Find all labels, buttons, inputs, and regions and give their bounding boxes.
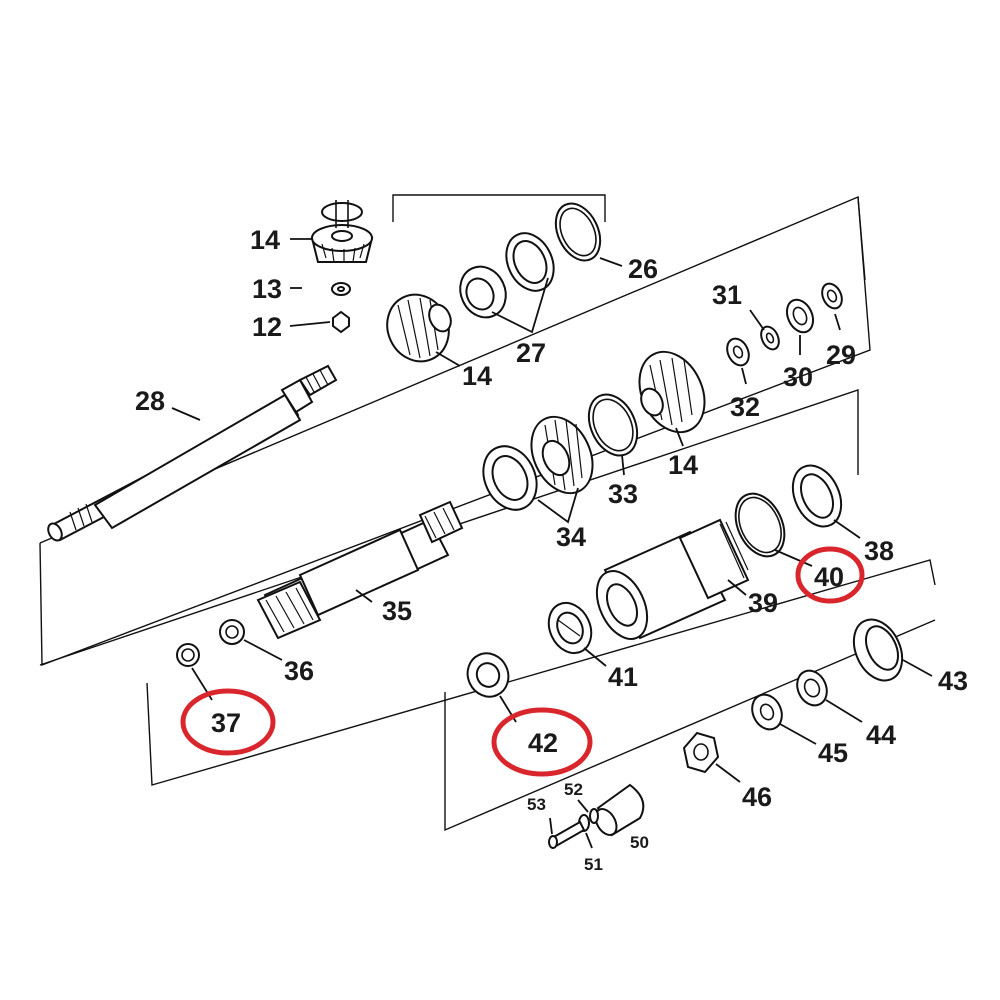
part-38-ring	[791, 464, 843, 528]
callout-44: 44	[866, 720, 896, 750]
callout-41: 41	[608, 662, 638, 692]
part-13-washer	[331, 282, 351, 296]
callout-14-top: 14	[250, 225, 280, 255]
callout-28: 28	[135, 386, 165, 416]
callout-37: 37	[211, 708, 241, 738]
callout-35: 35	[382, 596, 412, 626]
callout-12: 12	[252, 312, 282, 342]
part-12-nut	[332, 310, 350, 334]
part-39-gear-housing	[595, 518, 750, 640]
part-29-ring	[821, 282, 843, 310]
part-35-propeller-shaft	[256, 500, 464, 640]
callout-38: 38	[864, 536, 894, 566]
callout-45: 45	[818, 738, 848, 768]
part-33-shim	[587, 393, 639, 457]
callout-52: 52	[564, 780, 583, 799]
part-42-bearing	[466, 652, 510, 698]
part-53-screw	[548, 820, 586, 849]
part-30-nut	[785, 298, 815, 334]
part-14-pinion-gear	[386, 293, 452, 363]
highlight-circle-42	[491, 707, 593, 777]
callout-26: 26	[628, 254, 658, 284]
callout-40: 40	[814, 562, 844, 592]
part-52-washer	[589, 808, 599, 824]
callout-46: 46	[742, 782, 772, 812]
part-14-forward-gear	[638, 350, 706, 434]
part-40-o-ring	[734, 492, 786, 558]
part-28-drive-shaft	[47, 364, 338, 542]
highlight-circle-40	[795, 546, 865, 604]
part-44-washer	[796, 669, 828, 707]
callout-51: 51	[584, 855, 603, 874]
part-50-cap	[594, 783, 645, 837]
callout-27: 27	[516, 338, 546, 368]
callout-50: 50	[630, 833, 649, 852]
callout-30: 30	[783, 362, 813, 392]
part-46-nut	[682, 731, 720, 774]
callout-31: 31	[712, 280, 742, 310]
part-31-washer	[760, 325, 780, 351]
highlight-circles	[180, 546, 865, 777]
callout-53: 53	[527, 795, 546, 814]
callout-13: 13	[252, 274, 282, 304]
callout-34: 34	[556, 522, 586, 552]
callout-14-forward: 14	[668, 450, 698, 480]
part-43-spacer	[852, 618, 904, 682]
part-32-washer	[726, 337, 750, 367]
callout-labels: 14 13 12 26 27 14 28 31 30 29 32 14 33 3…	[135, 225, 968, 874]
part-26-shim	[554, 202, 602, 262]
highlight-circle-37	[180, 688, 276, 756]
callout-14-pinion: 14	[462, 361, 492, 391]
callout-32: 32	[730, 392, 760, 422]
part-27-bearing	[459, 232, 555, 319]
callout-36: 36	[284, 656, 314, 686]
callout-42: 42	[528, 728, 558, 758]
part-41-bearing	[547, 601, 593, 655]
leader-lines	[171, 238, 933, 849]
part-14-top-gear	[310, 200, 374, 263]
callout-39: 39	[748, 588, 778, 618]
callout-43: 43	[938, 666, 968, 696]
callout-29: 29	[826, 340, 856, 370]
callout-33: 33	[608, 479, 638, 509]
part-34-bearing	[482, 415, 594, 511]
part-37-bushing	[176, 643, 200, 667]
part-45-washer	[751, 693, 783, 731]
part-36-bushing	[219, 619, 245, 645]
